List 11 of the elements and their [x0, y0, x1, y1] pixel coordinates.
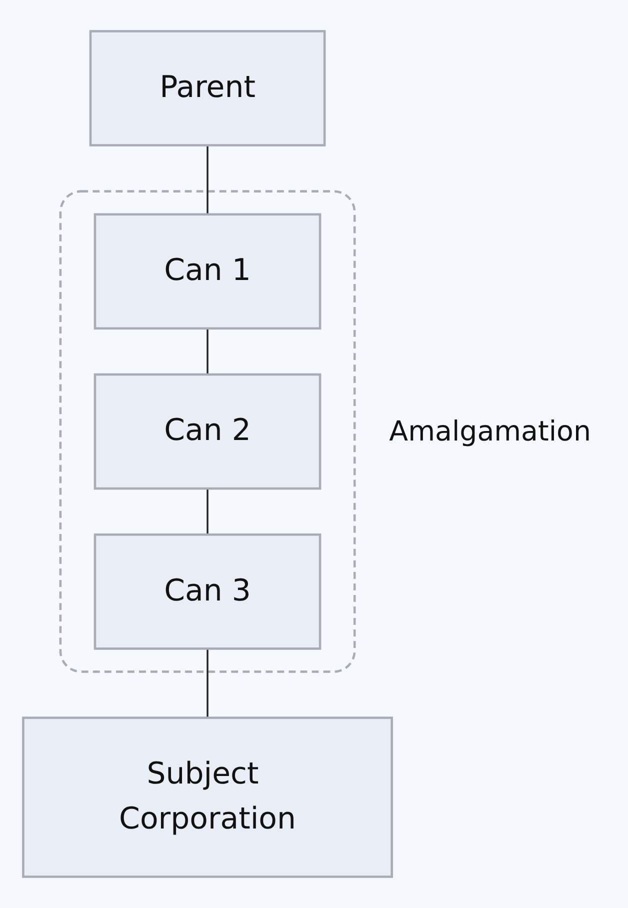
node-label: Amalgamation: [389, 415, 591, 448]
connector: [206, 488, 208, 535]
node-box: Can 1: [94, 213, 322, 330]
connector: [206, 648, 208, 718]
connector: [206, 145, 208, 214]
cluster: [59, 190, 356, 673]
node-box: Subject Corporation: [22, 716, 393, 878]
node-box: Parent: [89, 30, 326, 146]
node-box: Can 3: [94, 533, 322, 650]
node-box: Can 2: [94, 373, 322, 490]
connector: [206, 328, 208, 374]
